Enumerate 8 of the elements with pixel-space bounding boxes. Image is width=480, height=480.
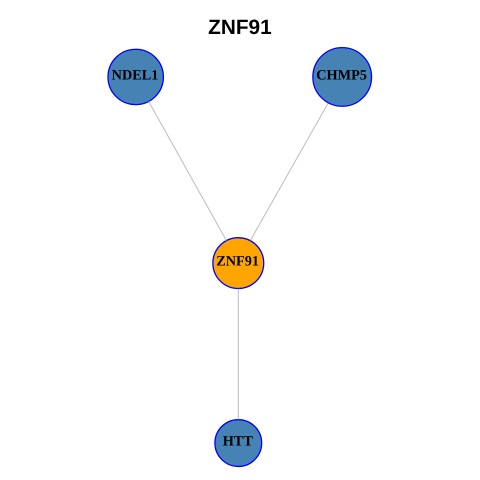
node-circle: NDEL1 <box>107 48 164 106</box>
connector <box>250 103 328 241</box>
connector <box>238 288 239 420</box>
connector <box>148 101 227 241</box>
node-circle: HTT <box>214 419 262 468</box>
diagram-title: ZNF91 <box>208 16 272 40</box>
node-circle: ZNF91 <box>212 237 264 290</box>
node-circle: CHMP5 <box>312 46 372 107</box>
